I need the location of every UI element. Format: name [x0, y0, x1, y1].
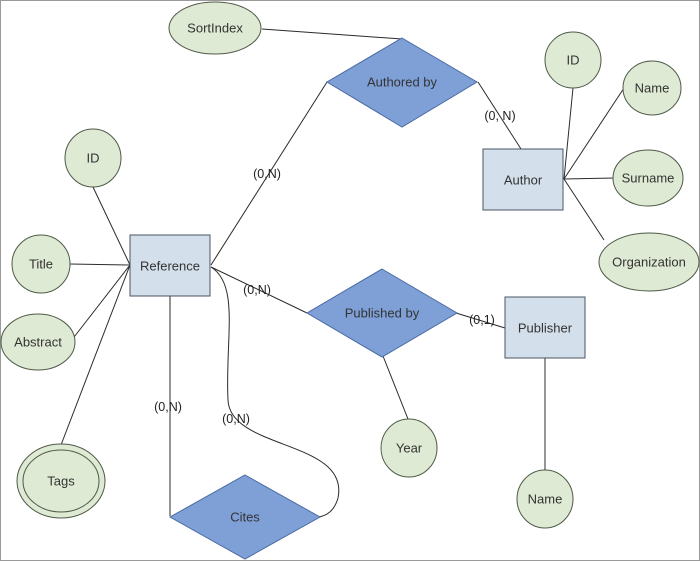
edge-author-organization — [563, 178, 605, 241]
cardinality-reference-authored: (0,N) — [253, 167, 281, 181]
attribute-author-id: ID — [544, 31, 602, 89]
edge-author-id — [563, 87, 574, 180]
attribute-reference-tags-label: Tags — [47, 474, 75, 489]
attribute-year: Year — [380, 418, 438, 478]
attribute-author-organization-label: Organization — [612, 255, 686, 270]
attribute-reference-abstract: Abstract — [0, 313, 76, 371]
attribute-year-label: Year — [396, 441, 423, 456]
edge-reference-tags — [60, 264, 131, 446]
attribute-publisher-name-label: Name — [528, 492, 563, 507]
attribute-reference-abstract-label: Abstract — [14, 335, 62, 350]
entity-reference-label: Reference — [140, 259, 200, 274]
cardinality-author-authored: (0, N) — [484, 109, 515, 123]
relationship-cites-label: Cites — [230, 510, 260, 525]
relationship-published-by: Published by — [306, 268, 458, 358]
edge-authoredby-author — [477, 81, 522, 150]
edge-publishedby-publisher — [455, 312, 506, 329]
entity-author: Author — [482, 148, 564, 211]
attribute-reference-tags: Tags — [16, 443, 106, 519]
cardinality-publisher-published: (0,1) — [469, 313, 495, 327]
cardinality-reference-cites-a: (0,N) — [154, 400, 182, 414]
entity-author-label: Author — [504, 173, 543, 188]
edge-reference-id — [92, 186, 131, 266]
cardinality-reference-published: (0,N) — [243, 283, 271, 297]
attribute-author-surname: Surname — [612, 149, 684, 207]
edge-reference-abstract — [70, 264, 131, 342]
attribute-sortindex-label: SortIndex — [187, 21, 243, 36]
attribute-author-id-label: ID — [567, 53, 580, 68]
relationship-cites: Cites — [168, 474, 322, 560]
attribute-reference-id: ID — [64, 128, 122, 188]
attribute-author-organization: Organization — [598, 232, 700, 292]
relationship-published-by-label: Published by — [345, 306, 420, 321]
attribute-reference-title: Title — [11, 234, 71, 294]
attribute-reference-title-label: Title — [29, 257, 53, 272]
entity-reference: Reference — [129, 234, 211, 297]
attribute-reference-id-label: ID — [87, 151, 100, 166]
connectors — [60, 28, 625, 518]
relationship-authored-by-label: Authored by — [367, 75, 438, 90]
attribute-author-surname-label: Surname — [622, 171, 675, 186]
edge-author-surname — [563, 177, 615, 180]
edge-author-name — [563, 87, 625, 180]
attribute-author-name: Name — [622, 60, 682, 116]
edge-publishedby-year — [382, 355, 409, 420]
attribute-publisher-name: Name — [516, 469, 574, 529]
edge-reference-title — [69, 263, 131, 266]
attribute-author-name-label: Name — [635, 81, 670, 96]
entity-publisher: Publisher — [504, 296, 586, 359]
entity-publisher-label: Publisher — [518, 321, 573, 336]
cardinality-reference-cites-b: (0,N) — [222, 412, 250, 426]
relationship-authored-by: Authored by — [326, 37, 478, 128]
edge-reference-cites-right — [210, 266, 340, 518]
edge-sortindex-authoredby — [261, 28, 403, 40]
edge-reference-publishedby — [210, 266, 308, 314]
attribute-sortindex: SortIndex — [168, 1, 262, 55]
